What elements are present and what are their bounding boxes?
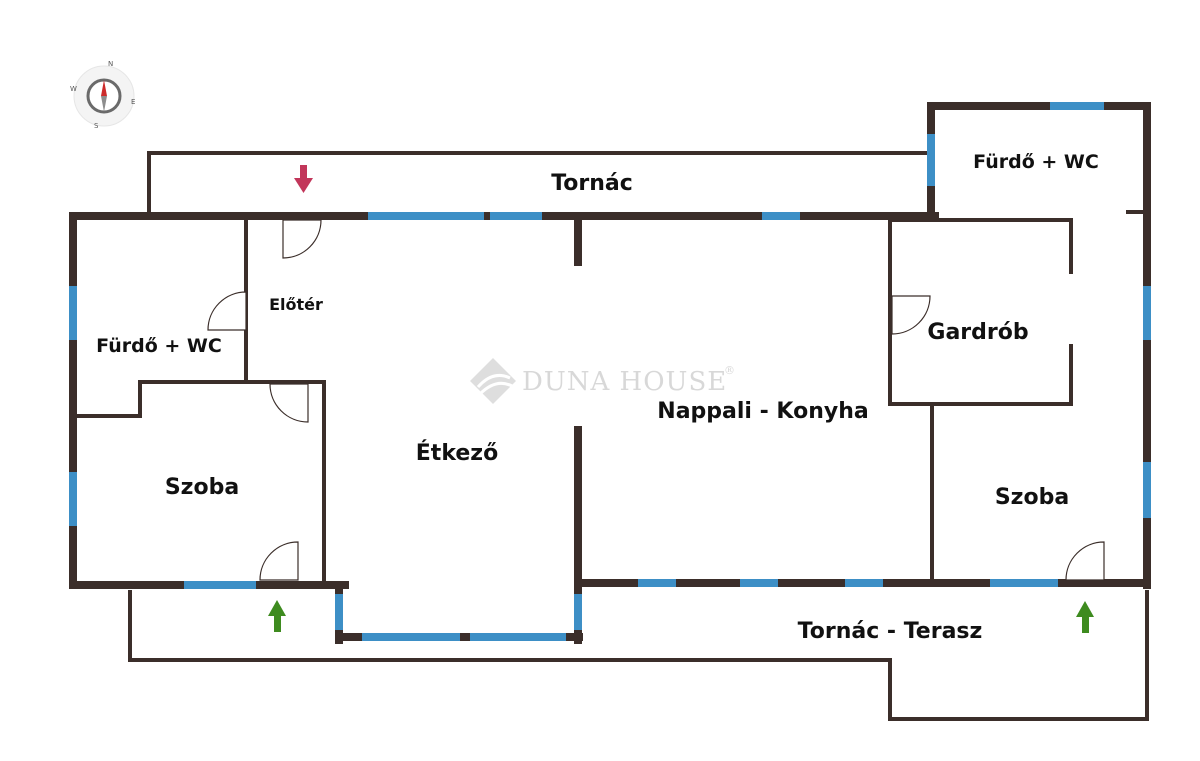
- room-label-nappali-konyha: Nappali - Konyha: [657, 399, 868, 424]
- doors: [207, 219, 1105, 581]
- door-entry: [282, 219, 322, 259]
- porch-outlines: [128, 151, 1149, 721]
- watermark: DUNA HOUSE ®: [470, 358, 736, 404]
- door-left-szoba-bottom: [259, 541, 299, 581]
- door-right-szoba: [1065, 541, 1105, 581]
- room-label-gardrob: Gardrób: [927, 320, 1028, 345]
- watermark-registered: ®: [724, 364, 736, 377]
- room-label-tornac: Tornác: [551, 171, 633, 196]
- compass-icon: N E S W: [70, 60, 135, 130]
- room-label-etkezo: Étkező: [416, 440, 498, 466]
- room-label-szoba-left: Szoba: [165, 475, 239, 500]
- room-label-szoba-right: Szoba: [995, 485, 1069, 510]
- exit-arrow-icon-left: [268, 600, 286, 632]
- exit-arrow-icon-right: [1076, 601, 1094, 633]
- door-gardrob: [891, 295, 931, 335]
- door-left-szoba-top: [269, 383, 309, 423]
- door-left-bath: [207, 291, 247, 331]
- compass-n: N: [108, 60, 113, 68]
- entry-arrow-icon: [294, 165, 313, 193]
- tornac-terasz-outline: [128, 590, 1149, 721]
- windows: [69, 102, 1151, 641]
- duna-house-logo-icon: [470, 358, 516, 404]
- watermark-text: DUNA HOUSE: [522, 367, 727, 397]
- compass-e: E: [131, 98, 135, 106]
- room-label-tornac-terasz: Tornác - Terasz: [798, 619, 983, 644]
- compass-s: S: [94, 122, 99, 130]
- room-label-eloter: Előtér: [269, 295, 323, 314]
- room-label-furdo-wc-right: Fürdő + WC: [973, 151, 1099, 173]
- compass-w: W: [70, 85, 77, 93]
- room-label-furdo-wc-left: Fürdő + WC: [96, 335, 222, 357]
- wall-left-bath-bottom: [76, 380, 326, 587]
- tornac-top-outline: [147, 151, 931, 216]
